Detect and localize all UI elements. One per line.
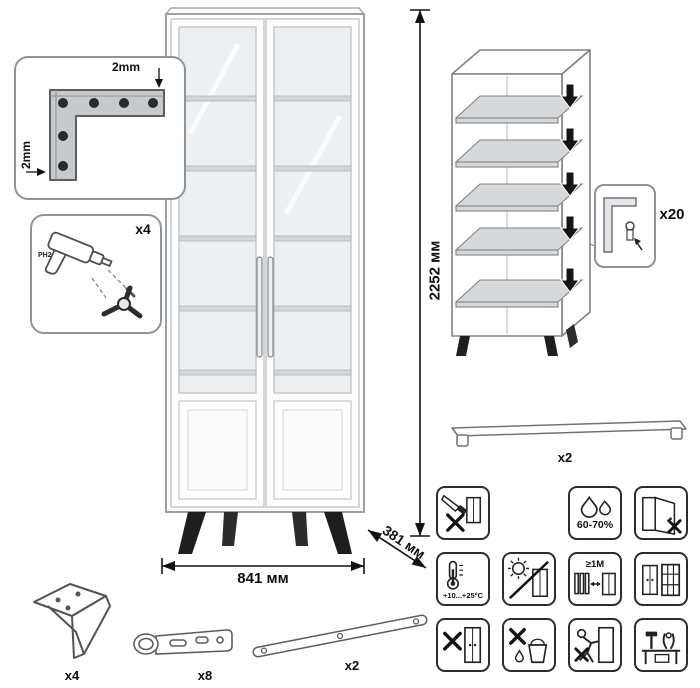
leg-part [18, 576, 122, 670]
shelf-lines [178, 95, 352, 376]
drill-bit-label: PH2 [38, 252, 52, 259]
leg-part-drawing [33, 583, 111, 659]
corner-dim-side-label: 2mm [19, 141, 33, 170]
hinge-count: x8 [197, 668, 213, 683]
drill-detail-count: x4 [135, 221, 151, 237]
temperature-range-label: +10...+25°C [442, 590, 484, 600]
shelf-pin-callout [594, 184, 656, 268]
insert-arrow-icons [560, 83, 580, 293]
ventilation-window-icon [634, 552, 688, 606]
cabinet-front-view [158, 4, 372, 564]
depth-dimension-line [362, 524, 434, 576]
corner-bracket-drawing [26, 68, 165, 181]
hinge-part-drawing [133, 629, 233, 655]
shelf-pin-icon [625, 221, 635, 231]
shelf-pin-count: x20 [659, 206, 685, 223]
temperature-range-icon: +10...+25°C [436, 552, 490, 606]
width-dimension-label: 841 мм [237, 570, 289, 587]
assembly-tools-icon [634, 618, 688, 672]
no-wet-cleaning-icon [502, 618, 556, 672]
heat-distance-label: ≥1M [585, 558, 605, 570]
leg-count: x4 [64, 668, 80, 683]
mounting-foot-icon [101, 285, 143, 319]
no-climbing-icon [436, 618, 490, 672]
strap-count: x2 [344, 658, 360, 673]
no-door-leaning-icon [634, 486, 688, 540]
no-direct-sunlight-icon [502, 552, 556, 606]
exploded-shelves [454, 95, 584, 308]
corner-dim-top-label: 2mm [111, 60, 140, 74]
handle-count: x2 [557, 450, 573, 465]
bracket-screws [58, 98, 158, 171]
bottom-door-panels [178, 400, 352, 500]
height-dimension-line [402, 2, 438, 544]
drill-mount-detail [30, 214, 162, 334]
drill-icon [44, 231, 113, 275]
exploded-legs [456, 324, 578, 356]
hinge-part [126, 616, 240, 668]
humidity-range-label: 60-70% [576, 519, 614, 532]
cabinet-legs [178, 512, 352, 554]
cabinet-front-drawing [164, 7, 366, 554]
strap-part [242, 602, 438, 664]
door-handles [256, 256, 274, 358]
left-glass-pane [178, 26, 257, 394]
heat-source-distance-icon: ≥1M [568, 552, 622, 606]
cabinet-exploded-view [438, 30, 606, 365]
humidity-range-icon: 60-70% [568, 486, 622, 540]
no-dragging-icon [568, 618, 622, 672]
width-dimension-line [156, 556, 370, 578]
corner-bracket-detail [14, 56, 186, 200]
handle-rail-part [440, 412, 692, 464]
no-sharp-tools-icon [436, 486, 490, 540]
